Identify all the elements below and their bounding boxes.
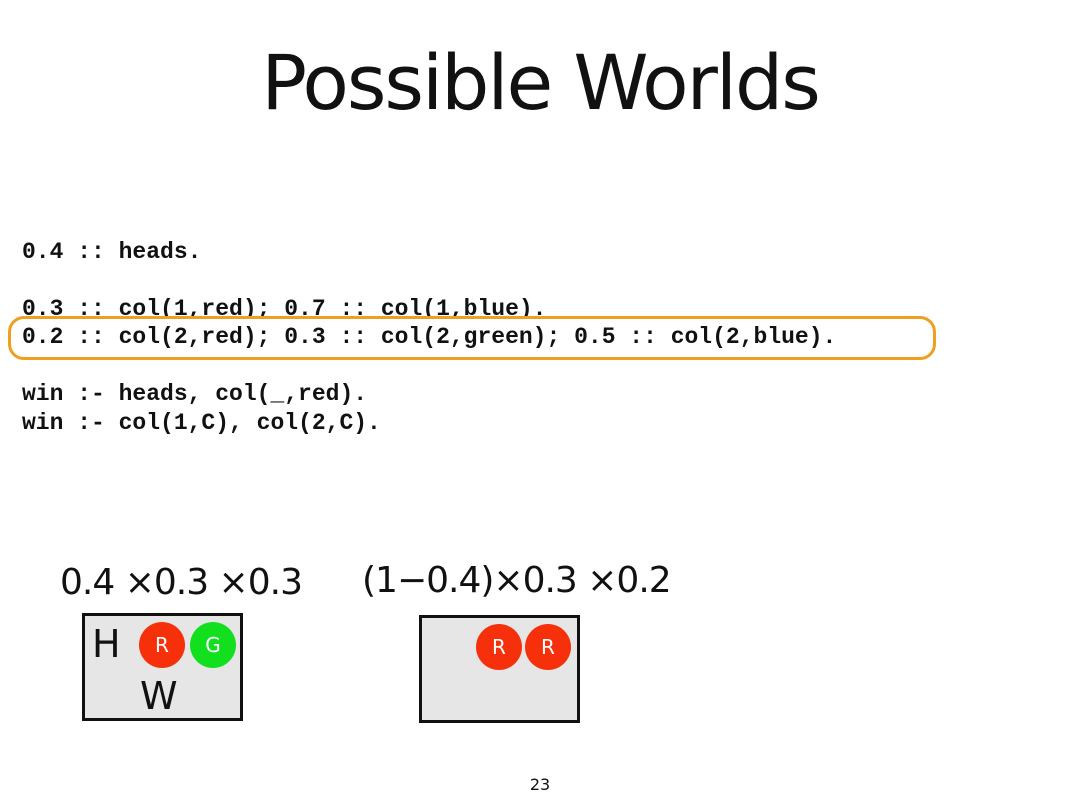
world-1-heads-label: H — [92, 622, 121, 666]
world-2-ball-1-red: R — [476, 624, 522, 670]
world-2-probability: (1−0.4)×0.3 ×0.2 — [362, 560, 672, 601]
world-1-ball-1-red: R — [139, 622, 185, 668]
highlight-box — [8, 316, 936, 360]
code-line-heads: 0.4 :: heads. — [22, 239, 202, 265]
page-number: 23 — [529, 775, 551, 794]
code-line-win-rule-2: win :- col(1,C), col(2,C). — [22, 410, 381, 436]
world-1-probability: 0.4 ×0.3 ×0.3 — [60, 562, 303, 603]
world-2-ball-2-red: R — [525, 624, 571, 670]
world-1-win-label: W — [140, 674, 178, 718]
code-line-win-rule-1: win :- heads, col(_,red). — [22, 381, 368, 407]
world-1-ball-2-green: G — [190, 622, 236, 668]
slide-title: Possible Worlds — [261, 38, 821, 127]
code-line-col2-highlighted: 0.2 :: col(2,red); 0.3 :: col(2,green); … — [22, 324, 837, 350]
